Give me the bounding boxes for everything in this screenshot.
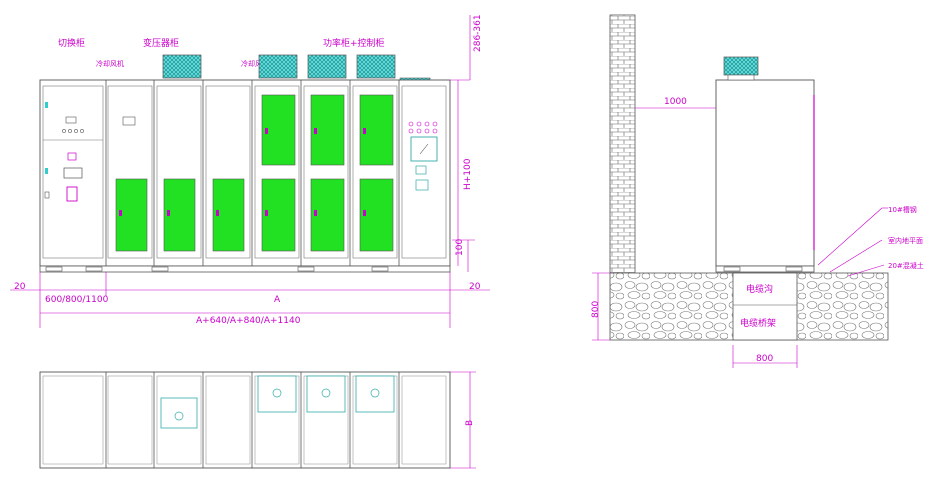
label-cable-bracket: 电缆桥架 (740, 317, 776, 329)
dim-base-height: 100 (455, 239, 465, 256)
fan-hood-2 (258, 54, 298, 79)
label-power-control-cabinet: 功率柜+控制柜 (323, 37, 385, 49)
switch-cabinet-controls (44, 102, 84, 202)
dim-trench-width: 800 (756, 354, 773, 364)
label-indoor-floor: 室内地平面 (888, 236, 923, 245)
top-fan-openings (160, 375, 395, 429)
door-handles (119, 128, 366, 216)
top-view: B (39, 371, 476, 469)
fan-hood-3 (307, 54, 347, 79)
brick-wall (609, 14, 636, 274)
dim-trench-depth: 800 (591, 301, 601, 318)
front-elevation: 切换柜 变压器柜 功率柜+控制柜 冷却风机 冷却风机 (10, 14, 490, 328)
label-concrete: 20#混凝土 (888, 261, 924, 270)
door-frames (42, 85, 447, 259)
label-fan-right: 冷却风机 (241, 59, 269, 68)
label-switch-cabinet: 切换柜 (58, 37, 85, 49)
control-panel-hmi (408, 121, 438, 191)
dim-height: H+100 (463, 158, 473, 190)
dim-wall-gap: 1000 (664, 97, 687, 107)
dim-switch-width: 600/800/1100 (45, 295, 109, 305)
label-transformer-cabinet: 变压器柜 (143, 37, 179, 49)
cabinet-base (39, 265, 451, 273)
label-fan-left: 冷却风机 (96, 59, 124, 68)
base-feet (45, 266, 389, 272)
nameplate (122, 116, 136, 126)
fan-hood-4 (356, 54, 396, 79)
fan-hood-1 (162, 54, 202, 79)
label-cable-trench: 电缆沟 (746, 283, 773, 295)
side-view: 电缆沟 电缆桥架 1000 800 800 10#槽钢 室内地平面 (591, 14, 924, 368)
dim-total-width: A+640/A+840/A+1140 (196, 316, 301, 326)
dim-fan-height: 286-361 (473, 14, 483, 52)
dim-a: A (274, 295, 281, 305)
cabinet-side (715, 79, 815, 267)
dim-b: B (465, 420, 475, 426)
cabinet-dividers (105, 80, 400, 266)
label-channel-steel: 10#槽钢 (888, 205, 917, 214)
side-fan (723, 56, 759, 76)
dim-right-gap: 20 (469, 282, 481, 292)
dim-left-gap: 20 (14, 282, 26, 292)
front-dimension-lines (10, 15, 490, 328)
cable-trench (732, 272, 798, 341)
